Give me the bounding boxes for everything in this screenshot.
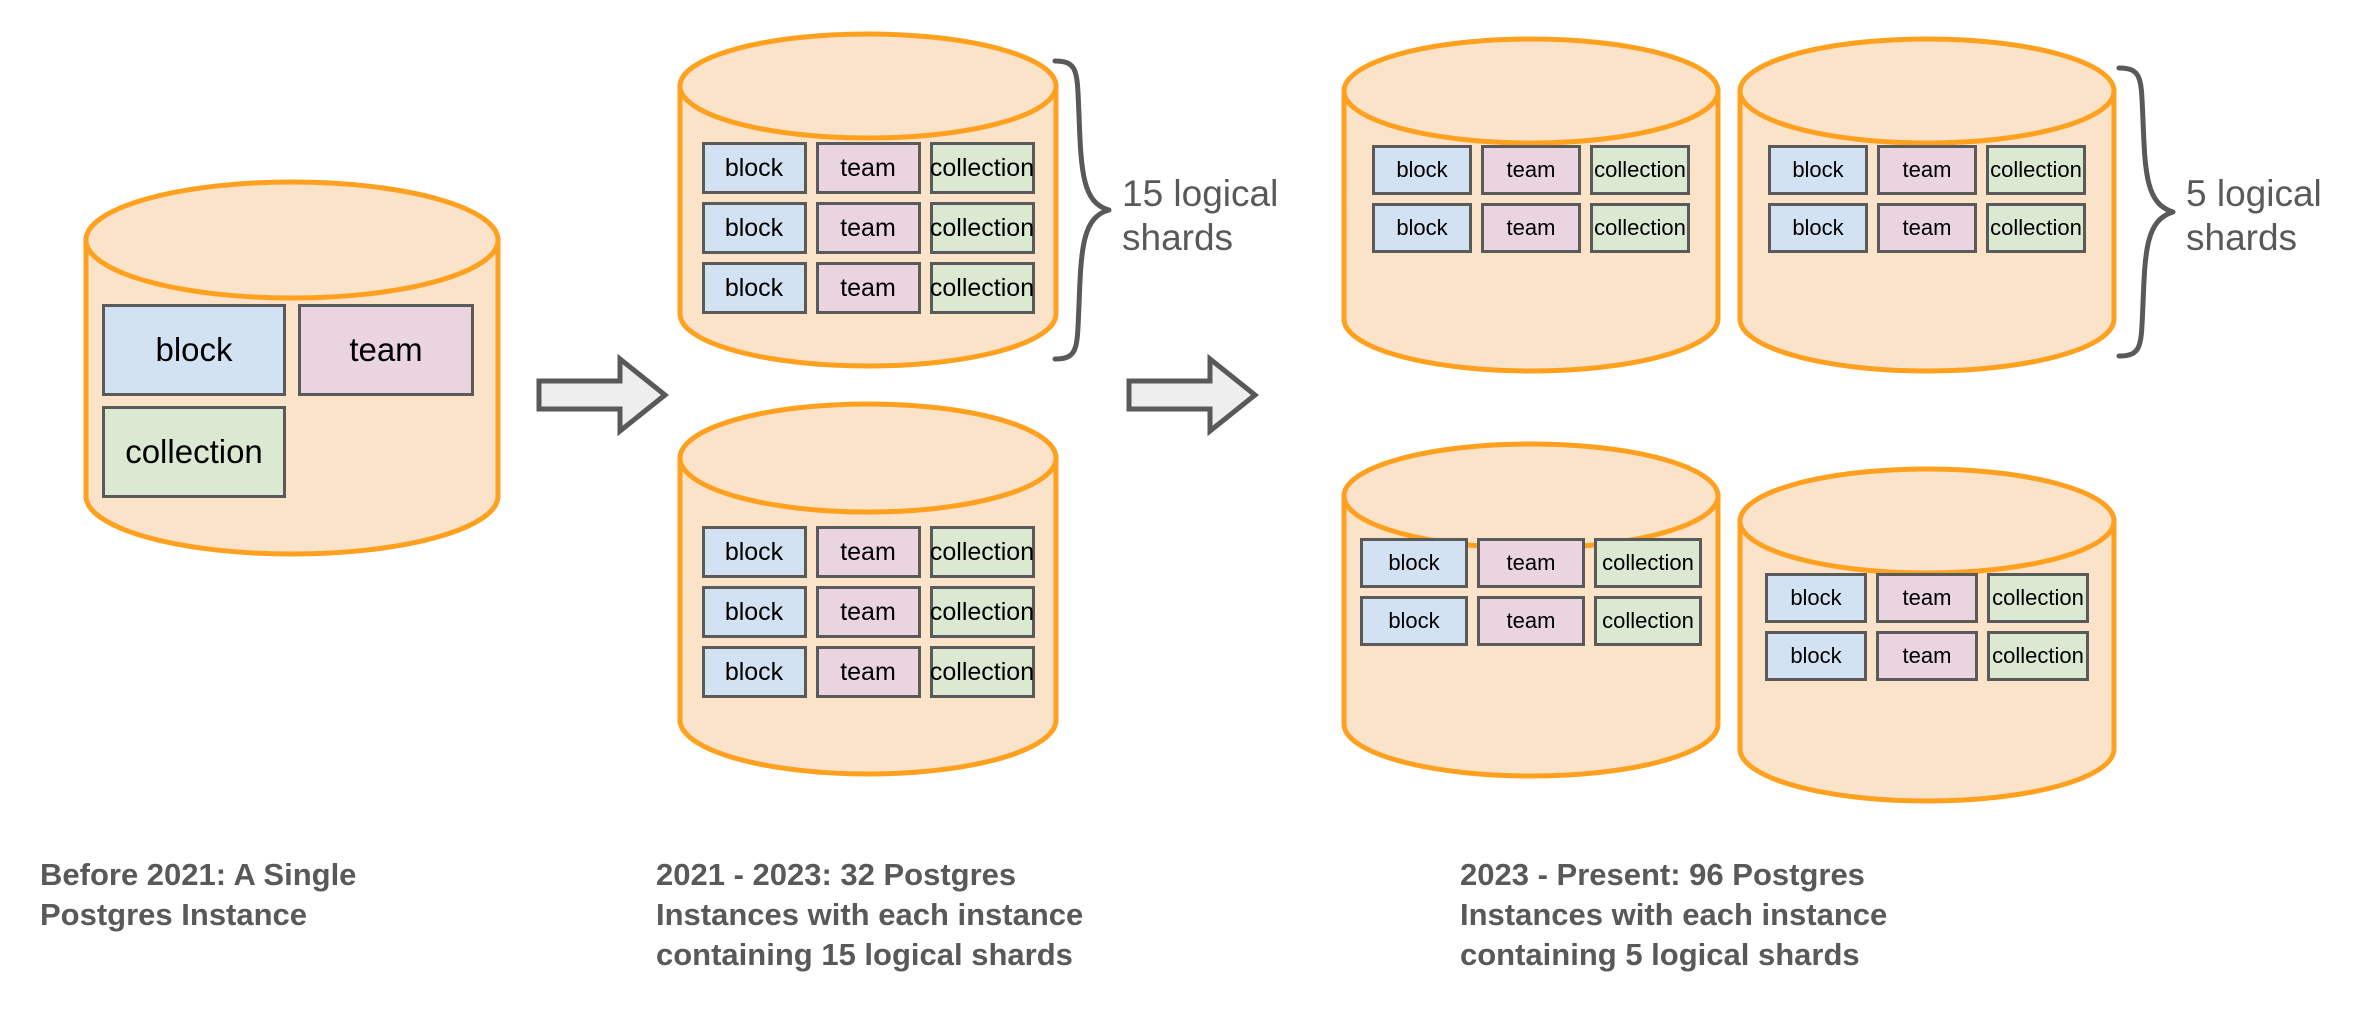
shard-row: block team collection [1364,203,1698,253]
shard-block[interactable]: block [701,646,807,698]
caption-2023-present: 2023 - Present: 96 Postgres Instances wi… [1460,857,1888,972]
shard-block[interactable]: block [1768,145,1868,195]
arrow-transition-1 [536,353,670,437]
arrow-transition-2 [1126,353,1260,437]
shard-collection[interactable]: collection [1594,596,1702,646]
shard-row: block team collection [688,526,1048,578]
shard-team[interactable]: team [1481,145,1581,195]
shard-collection[interactable]: collection [1986,203,2086,253]
shard-block[interactable]: block [701,142,807,194]
shard-grid: block team collection block team collect… [1340,538,1722,646]
shard-row: block team collection [688,142,1048,194]
brace-5-logical-shards [2116,65,2176,359]
shard-collection[interactable]: collection [929,202,1035,254]
shard-collection[interactable]: collection [1987,631,2089,681]
cylinder-instance-1: block team collection block team collect… [1340,35,1722,375]
shard-block[interactable]: block [1360,596,1468,646]
shard-block[interactable]: block [1360,538,1468,588]
shard-collection[interactable]: collection [1987,573,2089,623]
shard-team[interactable]: team [298,304,474,396]
shard-block[interactable]: block [701,202,807,254]
cylinder-instance-b: block team collection block team collect… [676,400,1060,780]
shard-team[interactable]: team [1477,596,1585,646]
shard-team[interactable]: team [1481,203,1581,253]
shard-collection[interactable]: collection [1590,145,1690,195]
cylinder-instance-4: block team collection block team collect… [1736,465,2118,805]
shard-collection[interactable]: collection [929,586,1035,638]
shard-collection[interactable]: collection [1590,203,1690,253]
shard-row: block team collection [688,262,1048,314]
shard-row: block team collection [1352,596,1710,646]
shard-team[interactable]: team [815,262,921,314]
shard-row: block team [102,304,482,396]
shard-grid: block team collection block team collect… [676,142,1060,314]
cylinder-single-instance: block team collection [82,178,502,558]
shard-row: collection [102,406,482,498]
brace-label-15-logical-shards: 15 logical shards [1122,173,1279,258]
shard-block[interactable]: block [701,262,807,314]
shard-collection[interactable]: collection [102,406,286,498]
shard-row: block team collection [688,202,1048,254]
shard-grid: block team collection block team collect… [1736,573,2118,681]
shard-row: block team collection [688,646,1048,698]
brace-15-logical-shards [1052,58,1112,362]
shard-grid: block team collection [82,304,502,498]
shard-grid: block team collection block team collect… [1340,145,1722,253]
brace-label-5-logical-shards: 5 logical shards [2186,173,2322,258]
cylinder-instance-3: block team collection block team collect… [1340,440,1722,780]
shard-team[interactable]: team [1876,631,1978,681]
shard-block[interactable]: block [1372,145,1472,195]
shard-block[interactable]: block [701,526,807,578]
shard-team[interactable]: team [1877,203,1977,253]
shard-block[interactable]: block [701,586,807,638]
shard-team[interactable]: team [815,142,921,194]
shard-block[interactable]: block [1765,631,1867,681]
shard-row: block team collection [1352,538,1710,588]
shard-row: block team collection [1754,631,2100,681]
shard-row: block team collection [1754,573,2100,623]
shard-collection[interactable]: collection [929,646,1035,698]
shard-collection[interactable]: collection [1986,145,2086,195]
shard-row: block team collection [688,586,1048,638]
cylinder-instance-2: block team collection block team collect… [1736,35,2118,375]
shard-grid: block team collection block team collect… [1736,145,2118,253]
shard-team[interactable]: team [815,646,921,698]
shard-row: block team collection [1760,203,2094,253]
shard-block[interactable]: block [1765,573,1867,623]
shard-team[interactable]: team [815,202,921,254]
caption-before-2021: Before 2021: A Single Postgres Instance [40,857,357,932]
shard-collection[interactable]: collection [1594,538,1702,588]
shard-block[interactable]: block [1372,203,1472,253]
shard-row: block team collection [1760,145,2094,195]
shard-grid: block team collection block team collect… [676,526,1060,698]
shard-block[interactable]: block [1768,203,1868,253]
shard-collection[interactable]: collection [929,262,1035,314]
shard-block[interactable]: block [102,304,286,396]
shard-row: block team collection [1364,145,1698,195]
shard-team[interactable]: team [815,526,921,578]
shard-team[interactable]: team [815,586,921,638]
shard-team[interactable]: team [1876,573,1978,623]
shard-team[interactable]: team [1877,145,1977,195]
caption-2021-2023: 2021 - 2023: 32 Postgres Instances with … [656,857,1084,972]
cylinder-instance-a: block team collection block team collect… [676,30,1060,370]
shard-collection[interactable]: collection [929,142,1035,194]
shard-collection[interactable]: collection [929,526,1035,578]
shard-team[interactable]: team [1477,538,1585,588]
